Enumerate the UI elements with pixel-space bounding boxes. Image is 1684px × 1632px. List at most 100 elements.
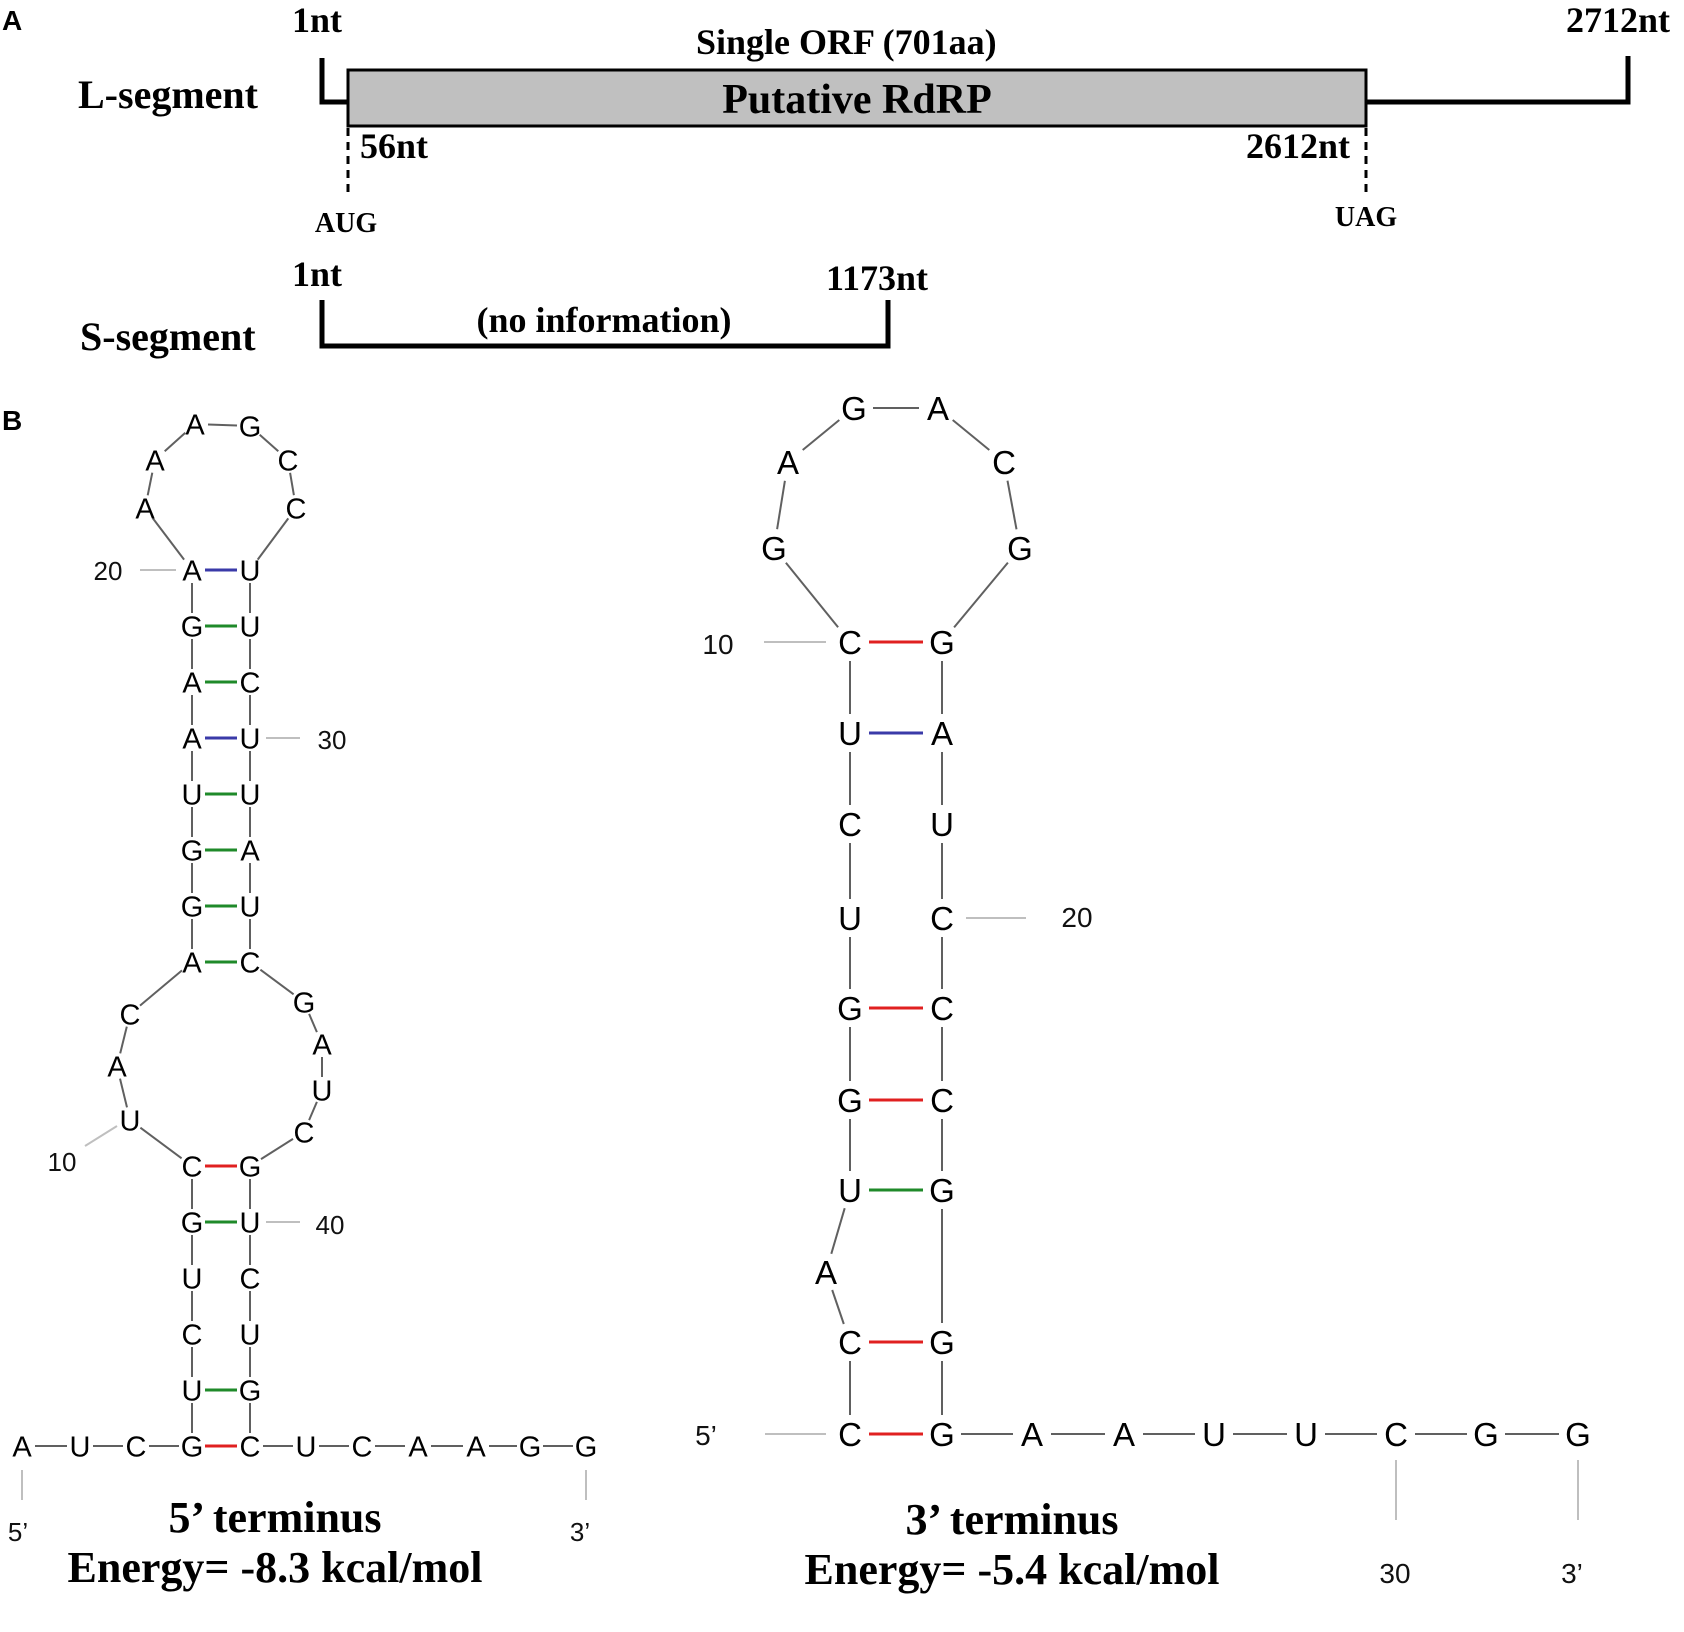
backbone-link [785,562,839,628]
nucleotide: C [838,624,862,661]
panel-a: A L-segment 1nt 2712nt Single ORF (701aa… [2,0,1670,359]
nucleotide: G [1565,1416,1591,1453]
backbone-link [260,1138,294,1160]
nucleotide: U [838,715,862,752]
nucleotide: G [929,1324,955,1361]
position-tick [84,1125,118,1147]
nucleotide: U [120,1105,141,1137]
nucleotide: G [575,1431,598,1463]
nucleotide: A [1113,1416,1135,1453]
nucleotide: A [185,409,205,441]
nucleotide: C [240,947,261,979]
nucleotide: U [838,1172,862,1209]
backbone-link [830,1207,846,1255]
backbone-link [308,1101,318,1121]
five-prime-3-end-label: 3’ [570,1517,590,1547]
nucleotide: G [841,390,867,427]
orf-label: Putative RdRP [722,77,991,123]
orf-end: 2612nt [1246,126,1350,166]
nucleotide: C [240,667,261,699]
start-codon: AUG [315,208,377,239]
nucleotide: U [182,1263,203,1295]
s-segment-start: 1nt [292,254,342,294]
nucleotide: U [296,1431,317,1463]
l-segment-end: 2712nt [1566,0,1670,40]
l-segment-name: L-segment [78,72,259,117]
five-prime-pos-30: 30 [318,725,347,755]
nucleotide: A [135,493,155,525]
backbone-link [164,431,186,453]
nucleotide: C [1384,1416,1408,1453]
nucleotide: G [519,1431,542,1463]
backbone-link [139,1126,183,1160]
backbone-link [259,968,295,996]
three-prime-pos-30: 30 [1379,1558,1410,1589]
nucleotide: C [120,999,141,1031]
nucleotide: U [1202,1416,1226,1453]
nucleotide: C [182,1319,203,1351]
nucleotide: A [182,947,202,979]
l-segment-5-end-line [319,58,348,105]
nucleotide: C [126,1431,147,1463]
nucleotide: U [312,1075,333,1107]
nucleotide: U [240,611,261,643]
nucleotide: A [931,715,953,752]
rdrp-orf-box [346,68,1368,128]
nucleotide: U [930,806,954,843]
nucleotide: A [777,444,799,481]
five-prime-caption: 5’ terminus [168,1493,381,1542]
backbone-link [776,480,786,530]
backbone-link [831,1289,845,1325]
backbone-link [289,472,295,496]
nucleotide: A [145,445,165,477]
five-prime-pos-20: 20 [94,556,123,586]
nucleotide: A [927,390,949,427]
nucleotide: A [312,1029,332,1061]
nucleotide: U [1294,1416,1318,1453]
nucleotide: U [240,555,261,587]
backbone-link [953,561,1009,629]
s-segment-end: 1173nt [826,258,928,298]
five-prime-pos-40: 40 [316,1210,345,1240]
l-segment-3-end-line [1366,56,1631,105]
nucleotide: G [929,1172,955,1209]
nucleotide: A [182,723,202,755]
nucleotide: G [181,1431,204,1463]
nucleotide: U [70,1431,91,1463]
nucleotide: G [181,1207,204,1239]
three-prime-end-label: 5’ [695,1420,717,1451]
nucleotide: U [240,891,261,923]
nucleotide: C [838,1324,862,1361]
nucleotide: G [1473,1416,1499,1453]
nucleotide: U [182,779,203,811]
five-prime-end-label: 5’ [8,1517,28,1547]
backbone-link [1006,480,1018,530]
nucleotide: C [240,1431,261,1463]
nucleotide: G [837,1082,863,1119]
nucleotide: G [837,990,863,1027]
backbone-link [802,419,840,451]
nucleotide: C [838,806,862,843]
nucleotide: U [240,1319,261,1351]
l-segment-start: 1nt [292,0,342,40]
nucleotide: A [182,667,202,699]
panel-a-label: A [2,5,22,36]
nucleotide: C [286,493,307,525]
nucleotide: G [181,891,204,923]
nucleotide: G [761,530,787,567]
nucleotide: C [278,445,299,477]
nucleotide: C [992,444,1016,481]
nucleotide: C [930,990,954,1027]
panel-b-label: B [2,405,22,436]
stop-codon: UAG [1335,202,1397,233]
nucleotide: A [240,835,260,867]
three-prime-pos-10: 10 [702,629,733,660]
s-segment-name: S-segment [80,314,256,359]
nucleotide: U [182,1375,203,1407]
nucleotide: G [239,1375,262,1407]
backbone-link [119,1078,128,1108]
